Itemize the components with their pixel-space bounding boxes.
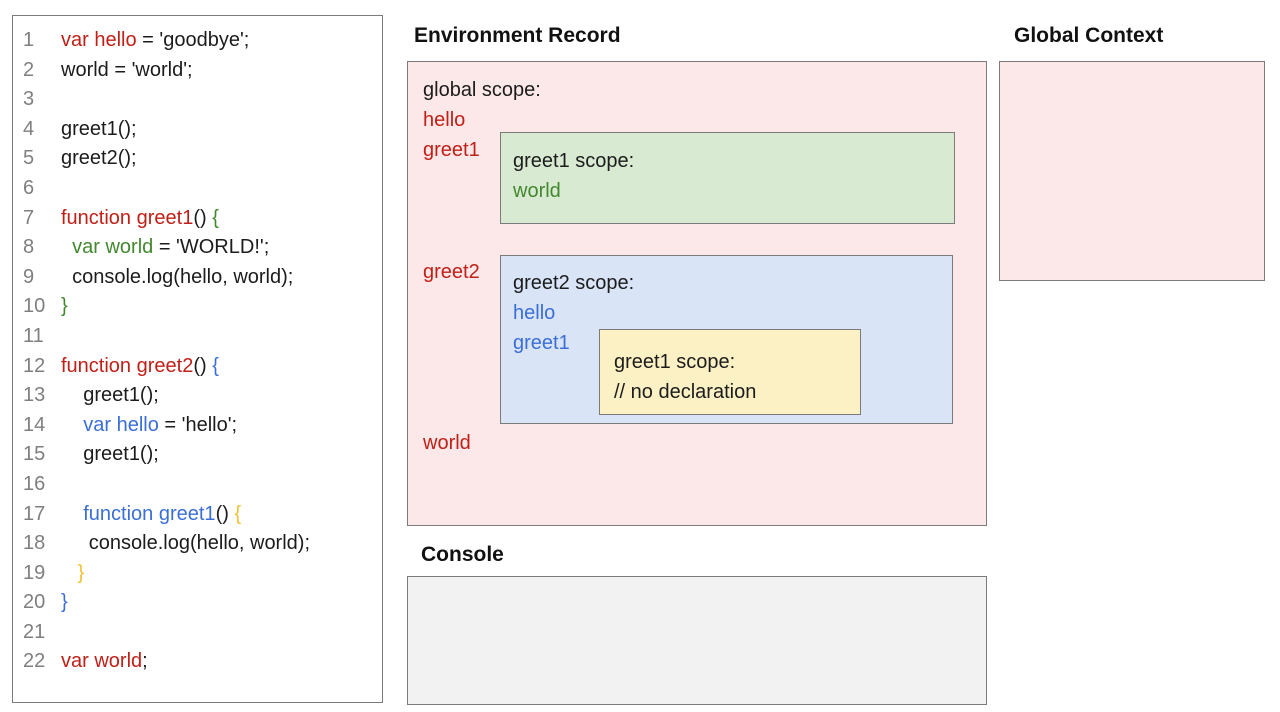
global-var-hello: hello	[423, 109, 466, 131]
console-title: Console	[421, 543, 504, 566]
line-number: 18	[23, 532, 46, 555]
code-text: }	[77, 561, 85, 584]
line-number: 5	[23, 147, 35, 170]
code-text: function greet1() {	[83, 502, 242, 525]
code-line: 2 world = 'world';	[23, 56, 382, 86]
code-text: function greet1() {	[61, 206, 219, 229]
code-line: 11	[23, 322, 382, 352]
code-line: 12 function greet2() {	[23, 352, 382, 382]
line-number: 4	[23, 117, 35, 140]
code-line: 21	[23, 618, 382, 648]
code-line: 20}	[23, 588, 382, 618]
code-panel: 1 var hello = 'goodbye'; 2 world = 'world';…	[12, 15, 383, 703]
line-number: 20	[23, 591, 46, 614]
code-text: console.log(hello, world);	[61, 265, 294, 288]
global-context-title: Global Context	[1014, 24, 1164, 47]
greet2-var-hello: hello	[513, 302, 556, 324]
code-text: greet1();	[61, 117, 137, 140]
code-line: 5 greet2();	[23, 144, 382, 174]
global-context-box	[999, 61, 1265, 281]
global-scope-box: global scope: hello greet1 greet1 scope:…	[407, 61, 987, 526]
global-scope-label: global scope:	[423, 79, 541, 101]
line-number: 3	[23, 88, 35, 111]
line-number: 7	[23, 206, 35, 229]
code-text: greet1();	[61, 443, 159, 466]
code-text: function greet2() {	[61, 354, 219, 377]
line-number: 19	[23, 561, 46, 584]
line-number: 21	[23, 620, 46, 643]
code-line: 9 console.log(hello, world);	[23, 263, 382, 293]
code-line: 7 function greet1() {	[23, 204, 382, 234]
code-text: world = 'world';	[61, 58, 193, 81]
code-text: }	[61, 295, 68, 318]
greet1-scope-box: greet1 scope: world	[500, 132, 955, 224]
line-number: 1	[23, 29, 35, 51]
code-line: 13 greet1();	[23, 381, 382, 411]
code-text: greet2();	[61, 147, 137, 170]
greet2-scope-box: greet2 scope: hello greet1 greet1 scope:…	[500, 255, 953, 424]
line-number: 22	[23, 650, 46, 673]
nested-greet1-comment: // no declaration	[614, 381, 757, 403]
nested-greet1-scope-label: greet1 scope:	[614, 351, 736, 373]
code-text: var hello = 'goodbye';	[61, 29, 250, 51]
code-line: 6	[23, 174, 382, 204]
line-number: 9	[23, 265, 35, 288]
code-lines: 1 var hello = 'goodbye'; 2 world = 'world';…	[23, 26, 382, 677]
code-line: 1 var hello = 'goodbye';	[23, 26, 382, 56]
code-line: 14 var hello = 'hello';	[23, 411, 382, 441]
greet1-var-world: world	[513, 180, 561, 202]
code-text: greet1();	[61, 384, 159, 407]
code-line: 16	[23, 470, 382, 500]
code-line: 15 greet1();	[23, 440, 382, 470]
code-text: console.log(hello, world);	[61, 532, 311, 555]
line-number: 14	[23, 413, 46, 436]
greet2-var-greet1: greet1	[513, 332, 570, 354]
global-scope-entries: global scope: hello greet1	[423, 75, 541, 165]
code-text: var world;	[61, 650, 148, 673]
line-number: 11	[23, 324, 44, 347]
greet1-scope-label: greet1 scope:	[513, 150, 635, 172]
greet2-scope-label: greet2 scope:	[513, 272, 635, 294]
console-box	[407, 576, 987, 705]
line-number: 10	[23, 295, 46, 318]
code-line: 22 var world;	[23, 647, 382, 677]
nested-greet1-scope-box: greet1 scope: // no declaration	[599, 329, 861, 415]
line-number: 12	[23, 354, 46, 377]
line-number: 17	[23, 502, 46, 525]
code-line: 10}	[23, 292, 382, 322]
global-var-greet1: greet1	[423, 139, 480, 161]
line-number: 2	[23, 58, 35, 81]
code-line: 17 function greet1() {	[23, 500, 382, 530]
global-var-greet2: greet2	[423, 261, 480, 283]
line-number: 16	[23, 472, 46, 495]
line-number: 8	[23, 236, 35, 259]
environment-record-title: Environment Record	[414, 24, 621, 47]
line-number: 15	[23, 443, 46, 466]
line-number: 13	[23, 384, 46, 407]
global-var-world: world	[423, 432, 471, 454]
code-text: var hello = 'hello';	[83, 413, 238, 436]
code-line: 4 greet1();	[23, 115, 382, 145]
code-line: 19 }	[23, 559, 382, 589]
line-number: 6	[23, 176, 35, 199]
code-line: 18 console.log(hello, world);	[23, 529, 382, 559]
code-text: }	[61, 591, 68, 614]
code-line: 8 var world = 'WORLD!';	[23, 233, 382, 263]
code-text: var world = 'WORLD!';	[72, 236, 270, 259]
code-line: 3	[23, 85, 382, 115]
